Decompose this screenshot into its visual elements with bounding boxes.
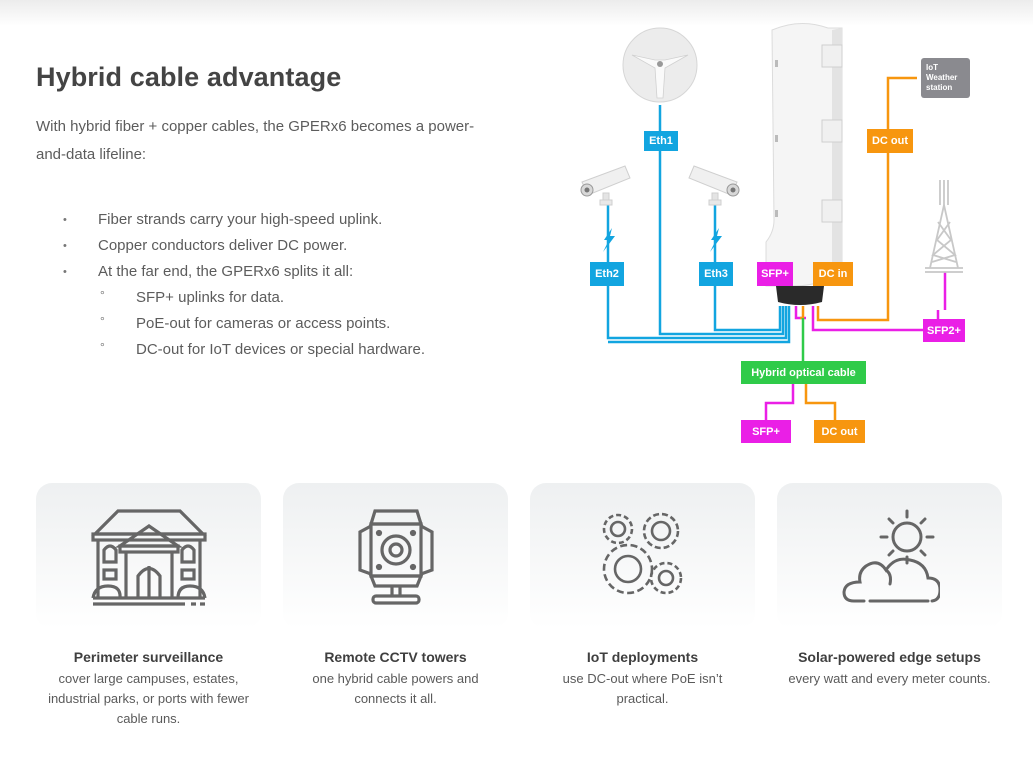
building-icon: [90, 509, 207, 606]
sub-list-item-text: DC-out for IoT devices or special hardwa…: [136, 341, 426, 358]
card-tile: [777, 483, 1002, 629]
top-shade: [0, 0, 1033, 26]
use-case-cards: Perimeter surveillance cover large campu…: [36, 483, 1002, 729]
bullet-icon: •: [63, 214, 67, 226]
eth2-label: Eth2: [590, 262, 624, 286]
eth-extra-line: [608, 306, 791, 344]
card-iot-deployments: IoT deployments use DC-out where PoE isn…: [530, 483, 755, 729]
sfp-port-label: SFP+: [757, 262, 793, 286]
gears-icon: [602, 512, 682, 595]
card-solar-powered-edge: Solar-powered edge setups every watt and…: [777, 483, 1002, 729]
sfp-bottom-line: [764, 383, 795, 420]
list-item: • Fiber strands carry your high-speed upl…: [60, 207, 425, 233]
eth3-label: Eth3: [699, 262, 733, 286]
bullet-icon: •: [63, 240, 67, 252]
intro-section: Hybrid cable advantage With hybrid fiber…: [36, 62, 516, 169]
cctv-camera-icon: [688, 165, 740, 206]
card-description: cover large campuses, estates, industria…: [48, 671, 249, 726]
list-item-text: At the far end, the GPERx6 splits it all…: [98, 263, 354, 280]
ethernet-lines: [606, 105, 791, 344]
card-description: one hybrid cable powers and connects it …: [312, 671, 479, 706]
dc-out-bottom-line: [804, 383, 837, 420]
camera-icon: [357, 509, 434, 605]
lightning-icon: [710, 228, 722, 252]
dc-hybrid-line: [800, 306, 805, 320]
feature-list: • Fiber strands carry your high-speed upl…: [60, 207, 425, 363]
sub-list-item: ° PoE-out for cameras or access points.: [98, 311, 425, 337]
sub-list-item-text: PoE-out for cameras or access points.: [136, 315, 391, 332]
bullet-icon: •: [63, 266, 67, 278]
cell-tower-icon: [925, 180, 963, 273]
sub-list: ° SFP+ uplinks for data. ° PoE-out for cam…: [60, 285, 425, 363]
sub-list-item: ° SFP+ uplinks for data.: [98, 285, 425, 311]
sub-list-wrapper: ° SFP+ uplinks for data. ° PoE-out for cam…: [60, 285, 425, 363]
circle-bullet-icon: °: [100, 288, 105, 302]
sfp-bottom-label: SFP+: [741, 420, 791, 443]
sun-cloud-icon: [841, 509, 940, 603]
card-title: Solar-powered edge setups: [798, 649, 981, 665]
card-tile: [283, 483, 508, 629]
list-item: • Copper conductors deliver DC power.: [60, 233, 425, 259]
card-title: Remote CCTV towers: [324, 649, 467, 665]
intro-text: With hybrid fiber + copper cables, the G…: [36, 118, 475, 163]
card-remote-cctv-towers: Remote CCTV towers one hybrid cable powe…: [283, 483, 508, 729]
cctv-camera-icon: [580, 165, 631, 206]
outdoor-router-icon: [765, 23, 843, 305]
card-title: IoT deployments: [586, 649, 699, 665]
circle-bullet-icon: °: [100, 340, 105, 354]
list-item-text: Copper conductors deliver DC power.: [98, 237, 348, 254]
hybrid-optical-cable-label: Hybrid optical cable: [741, 361, 866, 384]
dc-out-bottom-label: DC out: [814, 420, 865, 443]
card-description: every watt and every meter counts.: [788, 671, 991, 686]
section-title: Hybrid cable advantage: [36, 62, 342, 92]
card-perimeter-surveillance: Perimeter surveillance cover large campu…: [36, 483, 261, 729]
sfp2-label: SFP2+: [923, 319, 965, 342]
card-tile: [36, 483, 261, 629]
circle-bullet-icon: °: [100, 314, 105, 328]
card-description: use DC-out where PoE isn’t practical.: [562, 671, 723, 706]
sfp2-line: [811, 306, 940, 332]
list-item: • At the far end, the GPERx6 splits it al…: [60, 259, 425, 285]
sub-list-item: ° DC-out for IoT devices or special hardw…: [98, 337, 425, 363]
eth1-label: Eth1: [644, 131, 678, 151]
dc-out-label: DC out: [867, 129, 913, 153]
iot-weather-station-icon: IoT Weather station: [921, 58, 970, 98]
sub-list-item-text: SFP+ uplinks for data.: [136, 289, 284, 306]
hybrid-cable-diagram: Eth1 Eth2 Eth3 DC out IoT Weather statio…: [560, 0, 1033, 460]
list-item-text: Fiber strands carry your high-speed upli…: [98, 211, 383, 228]
eth1-line: [658, 105, 785, 336]
lightning-icon: [603, 228, 615, 252]
card-title: Perimeter surveillance: [73, 649, 224, 665]
card-tile: [530, 483, 755, 629]
dc-out-line: [816, 76, 917, 322]
fiber-hybrid-line: [794, 306, 806, 320]
wireless-dish-icon: [622, 27, 698, 103]
dc-in-label: DC in: [813, 262, 853, 286]
